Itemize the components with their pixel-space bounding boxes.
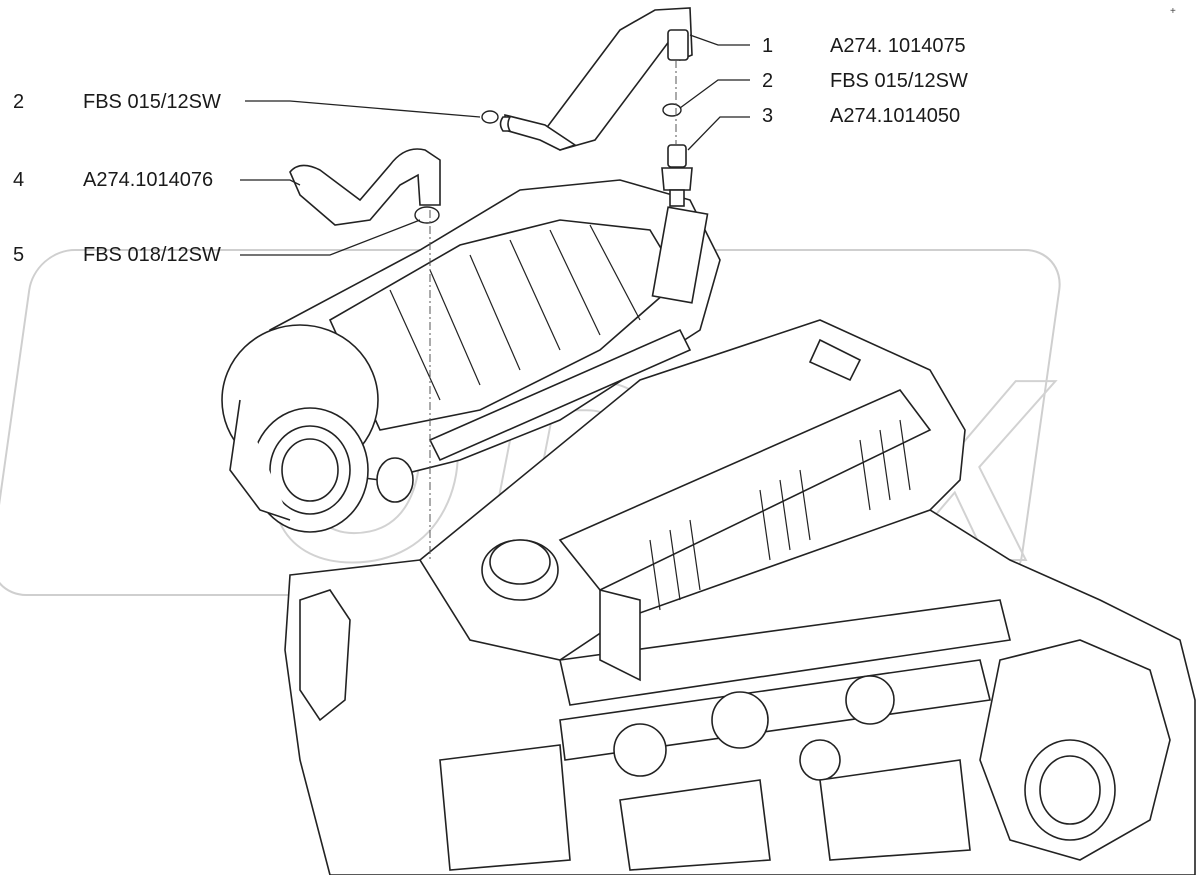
callout-number: 4 <box>13 169 25 191</box>
intake-manifold <box>269 179 721 481</box>
leader-lines <box>240 34 750 256</box>
breather-hose-1 <box>544 7 693 151</box>
callout-part-number: A274.1014076 <box>83 169 214 191</box>
engine-block <box>284 509 1196 875</box>
callout-part-number: A274.1014050 <box>830 105 961 127</box>
callout-part-number: FBS 015/12SW <box>830 70 968 92</box>
callout-number: 5 <box>13 244 25 266</box>
breather-hose-4 <box>289 148 441 226</box>
valve-cover <box>418 319 966 682</box>
hose-clamp <box>414 103 682 224</box>
callout-part-number: A274. 1014075 <box>830 35 966 57</box>
throttle-body <box>221 324 414 533</box>
callout-number: 2 <box>13 91 25 113</box>
callout-number: 1 <box>762 35 774 57</box>
callout-number: 3 <box>762 105 774 127</box>
callout-part-number: FBS 015/12SW <box>83 91 221 113</box>
corner-mark: + <box>1170 6 1176 17</box>
breather-hose-short <box>499 113 577 151</box>
callout-part-number: FBS 018/12SW <box>83 244 221 266</box>
callout-number: 2 <box>762 70 774 92</box>
pcv-valve-fitting <box>661 144 693 207</box>
axis-lines <box>429 60 677 560</box>
